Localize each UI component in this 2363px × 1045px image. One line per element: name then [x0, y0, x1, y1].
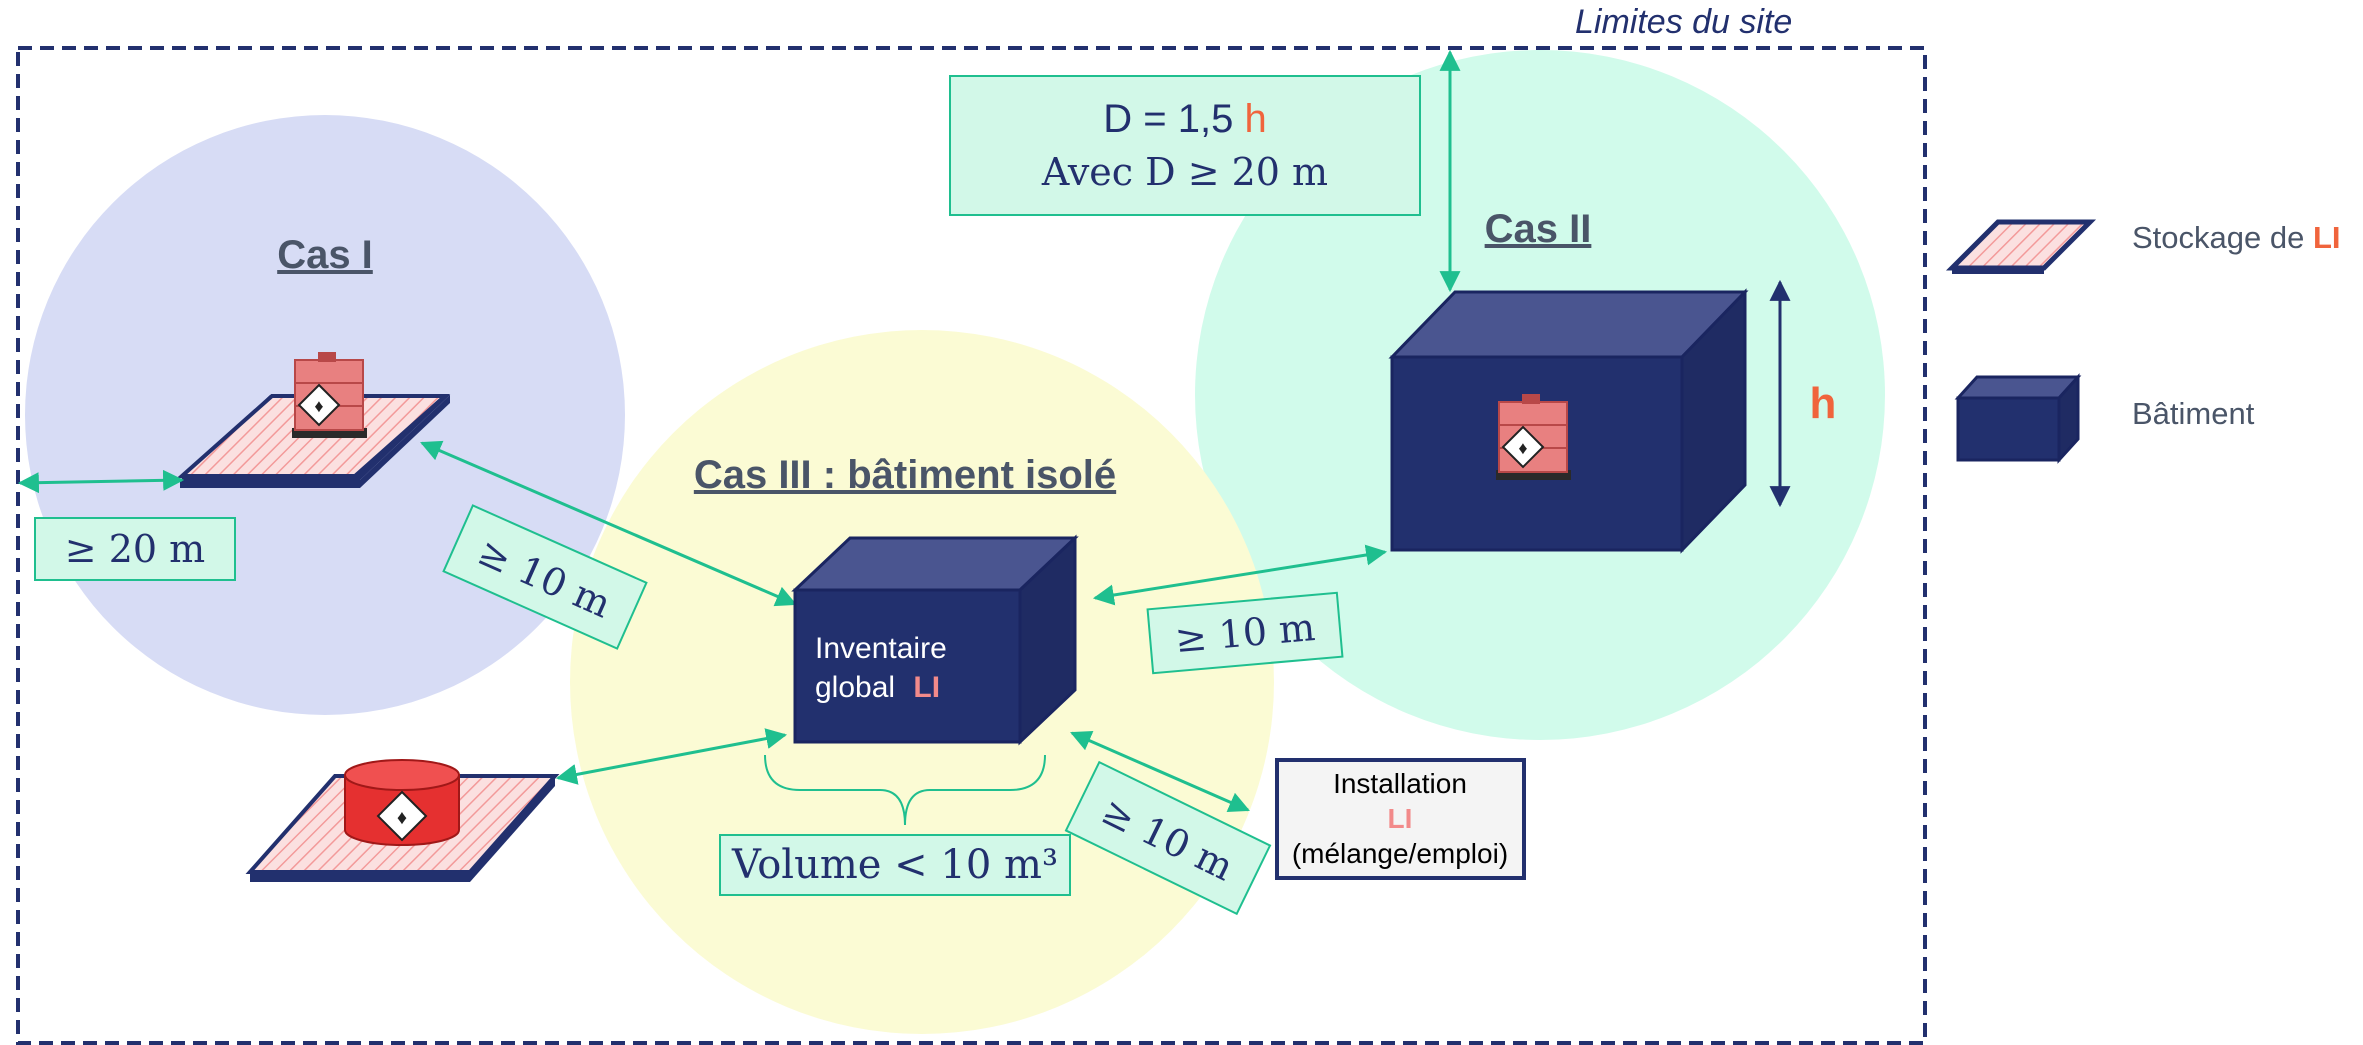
- case3-building-li: LI: [913, 671, 940, 704]
- case3-to-installation-arrow: [1070, 730, 1250, 813]
- legend-storage-label: Stockage de LI: [2132, 220, 2341, 255]
- site-limits-border: [16, 46, 1927, 1045]
- installation-line1: Installation: [1333, 768, 1467, 799]
- site-limits-label: Limites du site: [1575, 3, 1792, 41]
- formula-line1: D = 1,5: [1103, 97, 1244, 141]
- case2-building: [1388, 288, 1749, 554]
- installation-line2: LI: [1388, 803, 1413, 834]
- case3-building: Inventaire global LI: [791, 534, 1079, 746]
- svg-text:♦: ♦: [1518, 438, 1527, 458]
- case1-site-distance-arrow: [17, 469, 185, 494]
- volume-label: Volume < 10 m³: [719, 834, 1071, 896]
- svg-text:Volume < 10 m³: Volume < 10 m³: [731, 842, 1058, 888]
- legend-building-label: Bâtiment: [2132, 396, 2255, 431]
- case2-title: Cas II: [1485, 207, 1592, 251]
- installation-box: Installation LI (mélange/emploi): [1275, 758, 1526, 880]
- case1-title: Cas I: [277, 233, 373, 277]
- case3-to-case2-arrow: [1092, 544, 1388, 606]
- installation-line3: (mélange/emploi): [1292, 838, 1508, 869]
- legend-storage-icon: [1945, 219, 2097, 274]
- formula-box: D = 1,5 h Avec D ≥ 20 m: [949, 75, 1421, 216]
- case1-ibc-container-icon: ♦: [292, 352, 367, 438]
- case1-distance-label: ≥ 20 m: [34, 517, 236, 581]
- height-label: h: [1810, 379, 1837, 428]
- case3-building-line2: global: [815, 671, 895, 704]
- svg-text:♦: ♦: [314, 396, 323, 416]
- svg-text:D = 1,5 h: D = 1,5 h: [1103, 97, 1266, 141]
- case1-to-case3-arrow: [420, 440, 797, 607]
- case3-title: Cas III : bâtiment isolé: [694, 453, 1116, 497]
- formula-h: h: [1244, 97, 1266, 141]
- flammable-tank-icon: ♦: [344, 759, 460, 846]
- svg-text:≥ 20 m: ≥ 20 m: [65, 527, 205, 571]
- case2-ibc-container-icon: ♦: [1496, 394, 1571, 480]
- volume-brace: [764, 754, 1046, 826]
- case3-building-line1: Inventaire: [815, 632, 947, 665]
- formula-line2: Avec D ≥ 20 m: [1041, 150, 1328, 194]
- legend-building-icon: [1954, 373, 2082, 464]
- case2-distance-label: ≥ 10 m: [1146, 591, 1344, 675]
- tank-to-case3-arrow: [555, 728, 788, 785]
- svg-text:global LI: global LI: [815, 671, 940, 704]
- svg-text:♦: ♦: [397, 807, 407, 829]
